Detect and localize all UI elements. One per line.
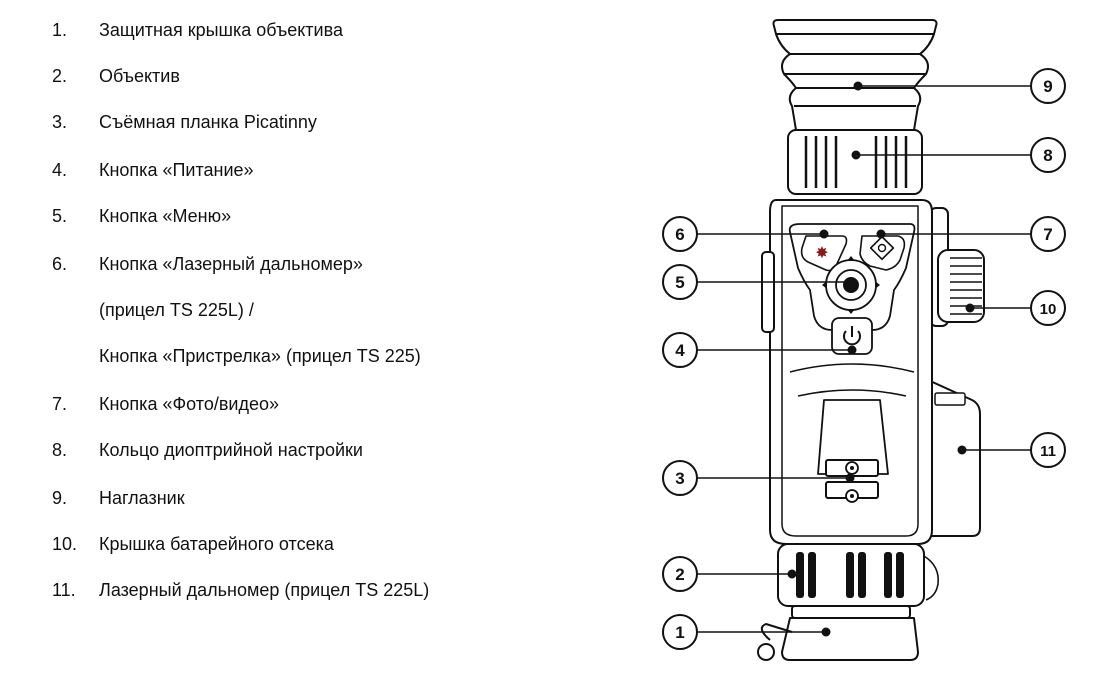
legend-label: (прицел TS 225L) / (99, 300, 254, 320)
diopter-ring (787, 129, 923, 195)
photo-video-diamond-icon (869, 235, 895, 261)
callout-dots (787, 81, 975, 637)
legend-number: 4. (52, 160, 68, 180)
eyecup-rim (772, 19, 938, 35)
legend-label: Кнопка «Фото/видео» (99, 394, 279, 414)
legend-number: 10. (52, 534, 78, 554)
objective-ring-ridges (796, 552, 904, 598)
lens-cap-hinge (757, 643, 775, 661)
body-contour (797, 389, 907, 397)
callout-lines (697, 85, 1031, 633)
callout-label-10: 10 (1040, 301, 1057, 318)
eyecup-folds (784, 53, 926, 107)
callout-label-1: 1 (675, 623, 684, 642)
lens-cap-collar (791, 605, 911, 619)
lens-cap (781, 617, 919, 661)
callout-10 (1030, 290, 1066, 326)
scope-drawing: ✸ (757, 19, 985, 661)
callout-label-6: 6 (675, 225, 684, 244)
callout-2 (662, 556, 698, 592)
callout-label-3: 3 (675, 469, 684, 488)
side-grip (761, 251, 775, 333)
callout-1 (662, 614, 698, 650)
rangefinder-module (927, 379, 981, 537)
callout-label-2: 2 (675, 565, 684, 584)
diopter-ridges (804, 136, 908, 188)
legend-number: 1. (52, 20, 68, 40)
legend-number: 7. (52, 394, 68, 414)
callout-6 (662, 216, 698, 252)
legend-number: 9. (52, 488, 68, 508)
legend-number: 8. (52, 440, 68, 460)
rangefinder-label (934, 392, 966, 406)
legend-label: Кнопка «Лазерный дальномер» (99, 254, 363, 274)
callout-label-5: 5 (675, 273, 684, 292)
legend-number: 3. (52, 112, 68, 132)
legend-number: 6. (52, 254, 68, 274)
legend-label: Объектив (99, 66, 180, 86)
parts-legend: 1. Защитная крышка объектива 2. Объектив 3… (52, 20, 430, 600)
callout-3 (662, 460, 698, 496)
legend-label: Крышка батарейного отсека (99, 534, 334, 554)
lens-cap-tab (760, 623, 793, 641)
legend-number: 11. (52, 580, 76, 600)
callout-5 (662, 264, 698, 300)
picatinny-rail-housing (817, 399, 889, 475)
callout-11 (1030, 432, 1066, 468)
photo-video-dot-icon (877, 243, 887, 253)
callout-9 (1030, 68, 1066, 104)
callout-label-7: 7 (1043, 225, 1052, 244)
legend-label: Кнопка «Пристрелка» (прицел TS 225) (99, 346, 421, 366)
legend-label: Кольцо диоптрийной настройки (99, 440, 363, 460)
legend-label: Кнопка «Меню» (99, 206, 232, 226)
eyecup (775, 33, 935, 131)
callout-label-4: 4 (675, 341, 685, 360)
callout-4 (662, 332, 698, 368)
power-icon (843, 330, 861, 346)
legend-label: Наглазник (99, 488, 185, 508)
legend-number: 2. (52, 66, 68, 86)
callout-7 (1030, 216, 1066, 252)
battery-cap-ridges (950, 257, 982, 315)
body-inner-outline (781, 205, 919, 537)
callout-label-9: 9 (1043, 77, 1052, 96)
legend-label: Защитная крышка объектива (99, 20, 343, 40)
callout-label-11: 11 (1040, 443, 1056, 460)
battery-cap (937, 249, 985, 323)
legend-label: Кнопка «Питание» (99, 160, 254, 180)
laser-button-star-icon: ✸ (815, 245, 828, 262)
legend-number: 5. (52, 206, 68, 226)
legend-label: Лазерный дальномер (прицел TS 225L) (99, 580, 430, 600)
body-contour (789, 363, 915, 373)
legend-label: Съёмная планка Picatinny (99, 112, 317, 132)
scope-diagram: ✸ (662, 19, 1066, 661)
callout-label-8: 8 (1043, 146, 1052, 165)
lens-cap-strap (923, 555, 940, 601)
callout-8 (1030, 137, 1066, 173)
